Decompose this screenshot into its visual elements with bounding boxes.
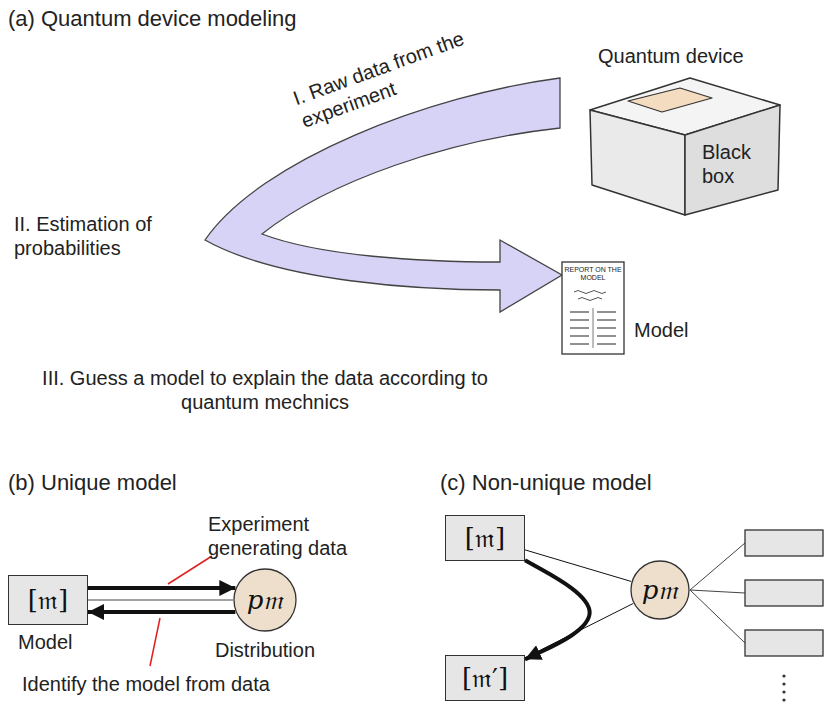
connector: [525, 560, 590, 659]
other-models: [690, 530, 823, 656]
annotation-text: REPORT ON THE MODEL: [564, 266, 622, 283]
leader-line: [168, 556, 212, 584]
connector: [88, 610, 235, 614]
distribution-circle: p𝔪: [630, 560, 690, 620]
annotation-text: Black box: [702, 140, 772, 188]
annotation-text: III. Guess a model to explain the data a…: [40, 366, 490, 414]
annotation-text: II. Estimation of probabilities: [14, 212, 194, 260]
report-document: [562, 262, 624, 354]
ellipsis-dots: [782, 674, 785, 701]
distribution-circle: p𝔪: [233, 568, 297, 632]
annotation-text: Experiment generating data: [208, 512, 378, 560]
model-box: [𝔪′]: [445, 655, 525, 701]
annotation-text: Quantum device: [598, 44, 768, 68]
leader-line: [150, 618, 160, 666]
node-text: [𝔪]: [465, 523, 505, 554]
annotation-text: Model: [18, 630, 98, 654]
thin-join: [88, 600, 233, 601]
panel-title: (c) Non-unique model: [440, 470, 740, 496]
model-box: [𝔪]: [8, 575, 88, 625]
annotation-text: Identify the model from data: [22, 672, 322, 696]
circle-shape: [631, 561, 689, 619]
panel-title: (b) Unique model: [8, 470, 308, 496]
connector: [525, 550, 631, 582]
node-text: [𝔪]: [28, 585, 68, 616]
connector: [88, 586, 235, 590]
annotation-text: Distribution: [205, 638, 325, 662]
node-text: p𝔪: [247, 585, 284, 616]
flow-arrow: [205, 78, 562, 312]
node-text: [𝔪′]: [462, 663, 508, 694]
circle-shape: [234, 569, 296, 631]
panel-title: (a) Quantum device modeling: [8, 6, 368, 32]
device-illustration: [590, 78, 780, 215]
model-box: [𝔪]: [445, 515, 525, 561]
node-text: p𝔪: [642, 575, 679, 606]
annotation-text: Model: [634, 318, 714, 342]
